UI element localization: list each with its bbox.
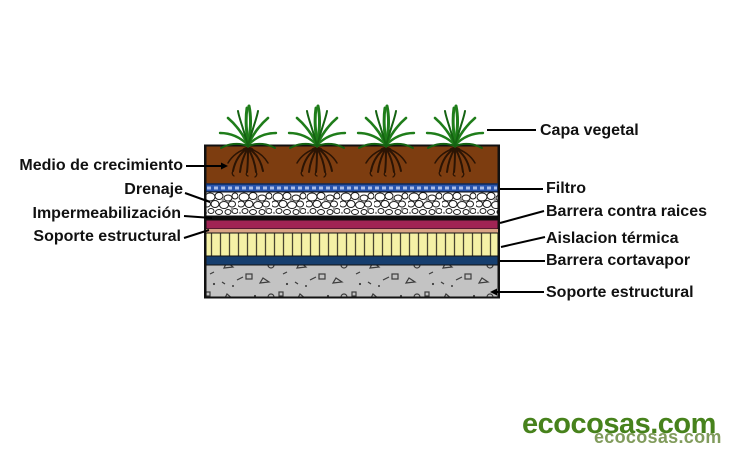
arrowhead-icon xyxy=(490,288,497,296)
leader-line xyxy=(499,210,545,224)
leader-lines xyxy=(183,129,546,296)
layer-thermal-insulation xyxy=(205,232,499,257)
plant-icon xyxy=(218,104,278,150)
label-soporte-estructural-left: Soporte estructural xyxy=(33,228,181,245)
label-filtro: Filtro xyxy=(546,180,586,197)
watermark-secondary: ecocosas.com xyxy=(594,427,722,447)
leader-line xyxy=(183,229,210,239)
label-soporte-estructural-right: Soporte estructural xyxy=(546,284,694,301)
plant-icon xyxy=(356,104,416,150)
watermark-primary: ecocosas.com xyxy=(522,408,716,440)
label-medio-de-crecimiento: Medio de crecimiento xyxy=(19,157,183,174)
layer-stack xyxy=(204,144,500,299)
plant-icon xyxy=(425,104,485,150)
layer-structural-support xyxy=(205,264,499,298)
leader-line xyxy=(183,215,213,219)
layer-waterproofing xyxy=(206,216,498,220)
layer-separator xyxy=(206,229,498,233)
layer-drainage xyxy=(205,191,499,217)
label-barrera-contra-raices: Barrera contra raices xyxy=(546,203,707,220)
label-capa-vegetal: Capa vegetal xyxy=(540,122,639,139)
layer-root-barrier xyxy=(205,219,499,230)
layer-vapor-barrier xyxy=(205,255,499,266)
label-aislacion-termica: Aislacion térmica xyxy=(546,230,679,247)
label-drenaje: Drenaje xyxy=(124,181,183,198)
label-impermeabilizacion: Impermeabilización xyxy=(32,205,182,222)
plant-icon xyxy=(287,104,347,150)
leader-line xyxy=(184,192,211,203)
label-barrera-cortavapor: Barrera cortavapor xyxy=(546,252,691,269)
stack-outline xyxy=(204,144,500,299)
vegetation xyxy=(218,104,485,150)
leader-line xyxy=(500,236,546,248)
arrowhead-icon xyxy=(221,162,228,170)
